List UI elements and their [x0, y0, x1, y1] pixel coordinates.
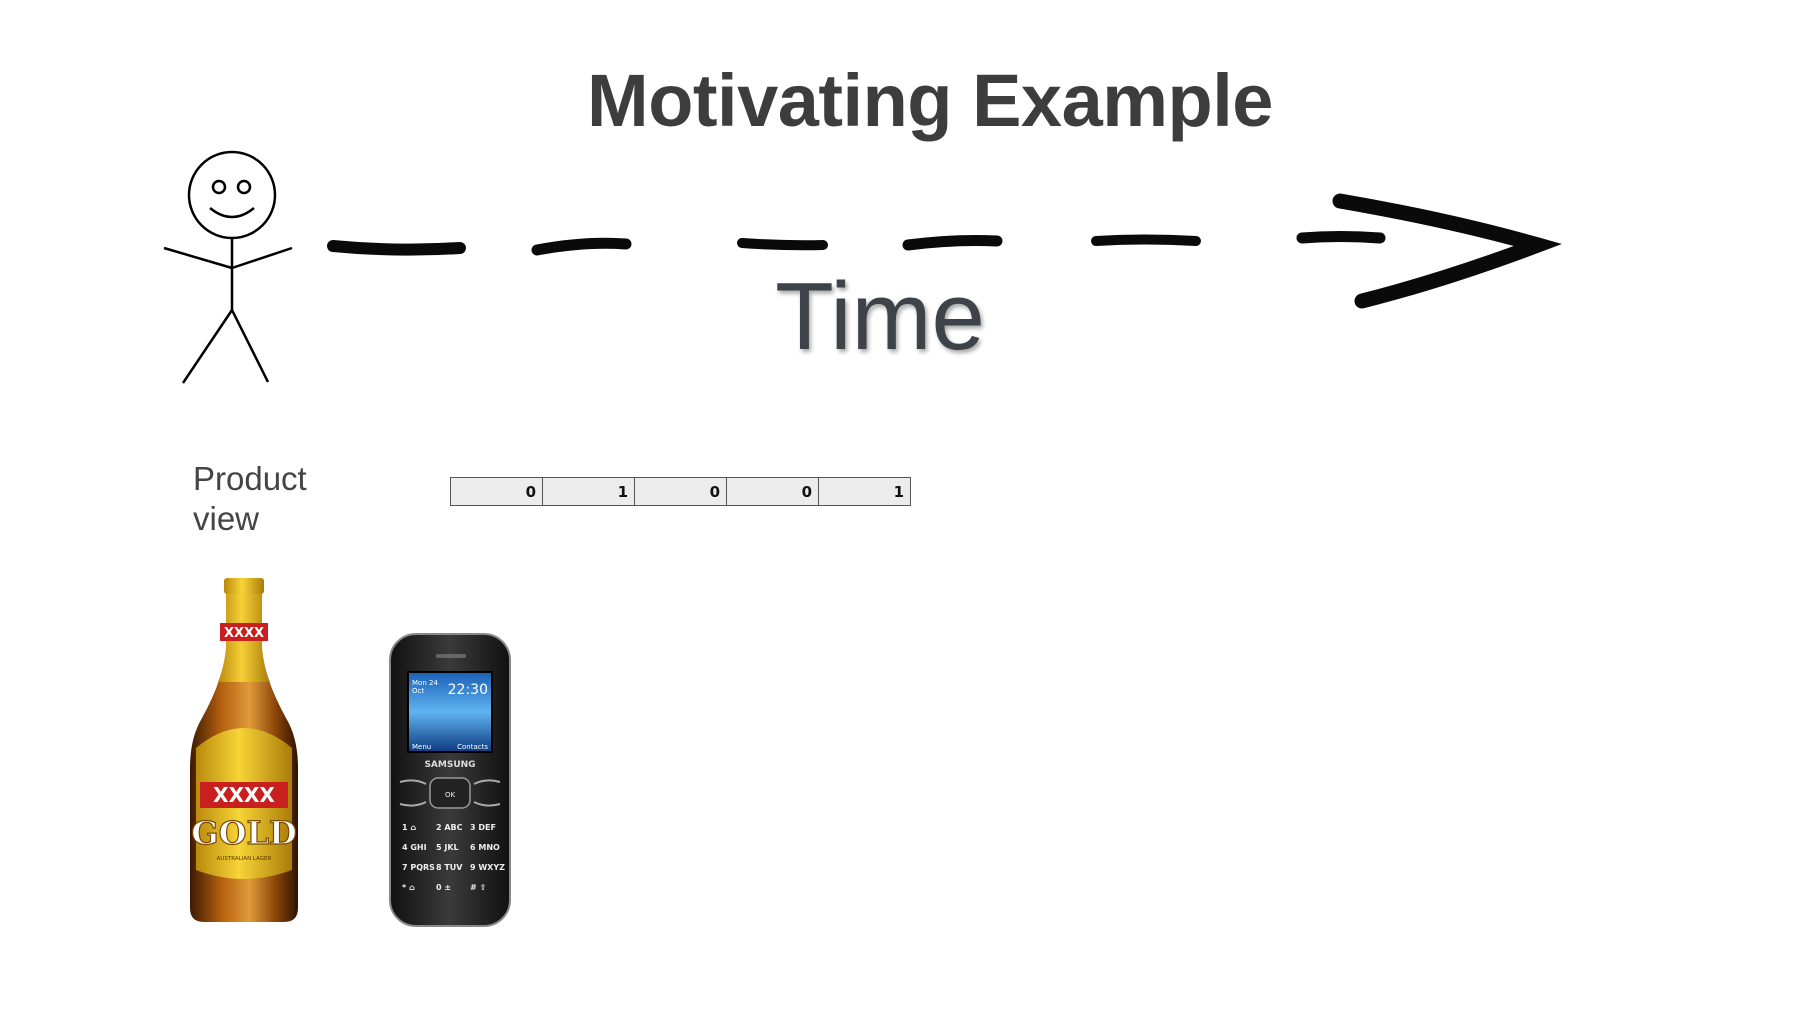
time-label: Time	[775, 263, 985, 370]
product-view-label-line1: Product	[193, 460, 307, 497]
beer-label-subtitle: AUSTRALIAN LAGER	[217, 856, 272, 862]
product-view-cell: 1	[542, 477, 635, 506]
stick-figure-icon	[163, 150, 293, 384]
phone-key-hash: # ⇧	[470, 883, 486, 892]
phone-left-softkey: Menu	[412, 743, 431, 751]
phone-ok-key: OK	[445, 791, 456, 799]
beer-bottle-image: XXXX XXXX GOLD AUSTRALIAN LAGER	[190, 578, 298, 922]
phone-right-softkey: Contacts	[457, 743, 488, 751]
phone-clock: 22:30	[448, 682, 488, 698]
phone-key-1: 1 ⌂	[402, 823, 416, 832]
phone-key-6: 6 MNO	[470, 843, 500, 852]
phone-key-2: 2 ABC	[436, 823, 463, 832]
phone-month: Oct	[412, 687, 424, 695]
phone-key-9: 9 WXYZ	[470, 863, 505, 872]
phone-key-0: 0 ±	[436, 883, 451, 892]
beer-label-gold: GOLD	[191, 814, 296, 852]
product-view-label-line2: view	[193, 500, 260, 537]
phone-key-5: 5 JKL	[436, 843, 459, 852]
time-arrow-icon	[327, 193, 1562, 309]
phone-date: Mon 24	[412, 679, 438, 687]
product-view-cell: 0	[450, 477, 543, 506]
phone-key-7: 7 PQRS	[402, 863, 435, 872]
phone-key-star: * ⌂	[402, 883, 415, 892]
product-view-cell: 1	[818, 477, 911, 506]
mobile-phone-image: Mon 24 Oct 22:30 Menu Contacts SAMSUNG O…	[389, 633, 511, 927]
phone-key-4: 4 GHI	[402, 843, 427, 852]
product-view-table: 0 1 0 0 1	[450, 477, 911, 506]
product-view-cell: 0	[634, 477, 727, 506]
beer-neck-brand: XXXX	[224, 626, 264, 641]
phone-brand: SAMSUNG	[424, 760, 475, 770]
slide-title: Motivating Example	[587, 59, 1273, 142]
phone-key-8: 8 TUV	[436, 863, 463, 872]
product-view-cell: 0	[726, 477, 819, 506]
product-view-row: 0 1 0 0 1	[450, 477, 911, 506]
beer-label-brand: XXXX	[213, 783, 275, 807]
phone-key-3: 3 DEF	[470, 823, 496, 832]
product-view-label: Product view	[193, 459, 343, 539]
